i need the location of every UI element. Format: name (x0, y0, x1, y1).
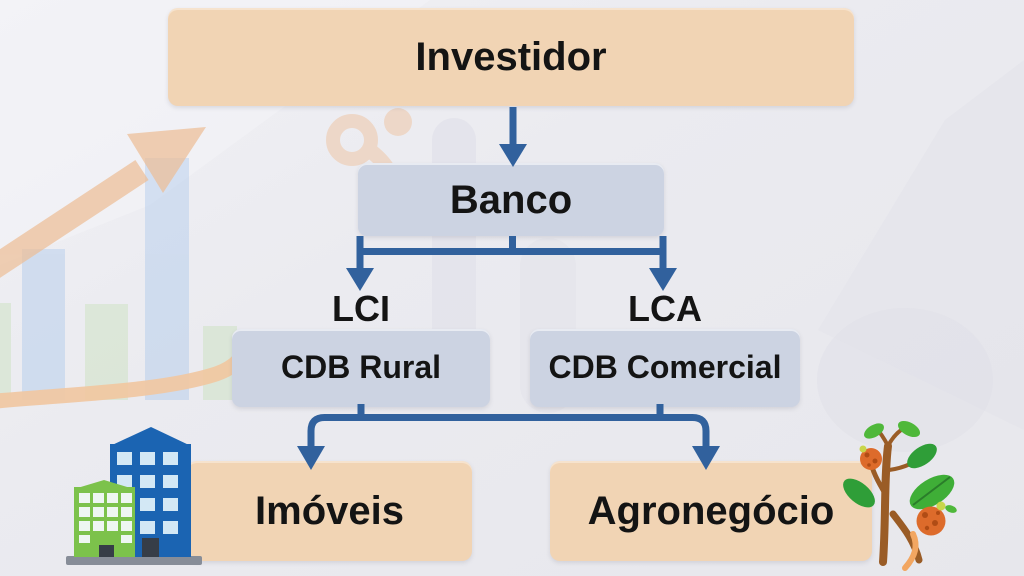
node-imoveis: Imóveis (187, 461, 472, 561)
buildings-icon (66, 427, 202, 565)
node-lci-label: CDB Rural (280, 349, 441, 386)
green-building (74, 480, 135, 557)
node-lca-label: CDB Comercial (548, 349, 782, 386)
node-lca: CDB Comercial (530, 329, 800, 407)
node-lci: CDB Rural (232, 329, 490, 407)
fruit (916, 501, 957, 536)
rising-arrow-icon (0, 127, 206, 278)
node-investidor-label: Investidor (415, 35, 607, 79)
node-agronegocio-label: Agronegócio (587, 489, 835, 533)
bg-circle (817, 308, 993, 452)
node-banco-label: Banco (449, 177, 573, 222)
plant-icon (843, 420, 957, 571)
node-investidor: Investidor (168, 8, 854, 106)
fruit (859, 445, 882, 470)
node-lci-heading: LCI (332, 288, 390, 329)
node-lca-heading: LCA (628, 288, 702, 329)
growth-chart-decoration (0, 158, 237, 400)
node-imoveis-label: Imóveis (255, 489, 404, 533)
node-agronegocio: Agronegócio (550, 461, 872, 561)
node-banco: Banco (358, 163, 664, 236)
